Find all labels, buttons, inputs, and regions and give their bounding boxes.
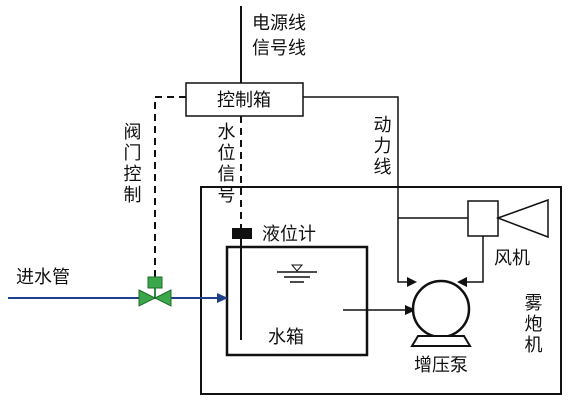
fan-line-arrowhead [457,277,467,287]
power-cable-label: 动力线 [371,115,392,178]
power-cable-line [303,96,468,219]
control-box-label: 控制箱 [217,90,271,111]
level-gauge-label: 液位计 [262,224,316,245]
inlet-pipe-label: 进水管 [16,267,70,288]
valve-control-dashed-line [154,96,186,277]
fan-icon [495,198,549,239]
water-tank-label: 水箱 [268,327,304,348]
fog-cannon-enclosure [200,186,562,395]
power-line-label: 电源线 [252,13,306,34]
booster-pump-icon [410,279,472,347]
fan-label: 风机 [494,248,530,269]
level-gauge-head [232,228,252,239]
fan-to-pump-line [462,236,484,283]
signal-line-label: 信号线 [252,38,306,59]
power-cable-to-pump [397,218,410,283]
valve-control-label: 阀门控制 [121,122,142,206]
fan-box [467,200,499,237]
inlet-valve-icon [138,276,172,307]
tank-to-pump-arrowhead [405,305,416,315]
power-cable-arrowhead [407,277,417,287]
fog-cannon-label: 雾炮机 [522,293,543,356]
water-surface-icon [277,264,317,283]
water-level-signal-label: 水位信号 [215,122,236,206]
control-box [185,82,304,117]
booster-pump-label: 增压泵 [414,355,468,376]
power-signal-label-group: 电源线 信号线 [252,13,306,59]
inlet-pipe-arrowhead [217,293,228,303]
